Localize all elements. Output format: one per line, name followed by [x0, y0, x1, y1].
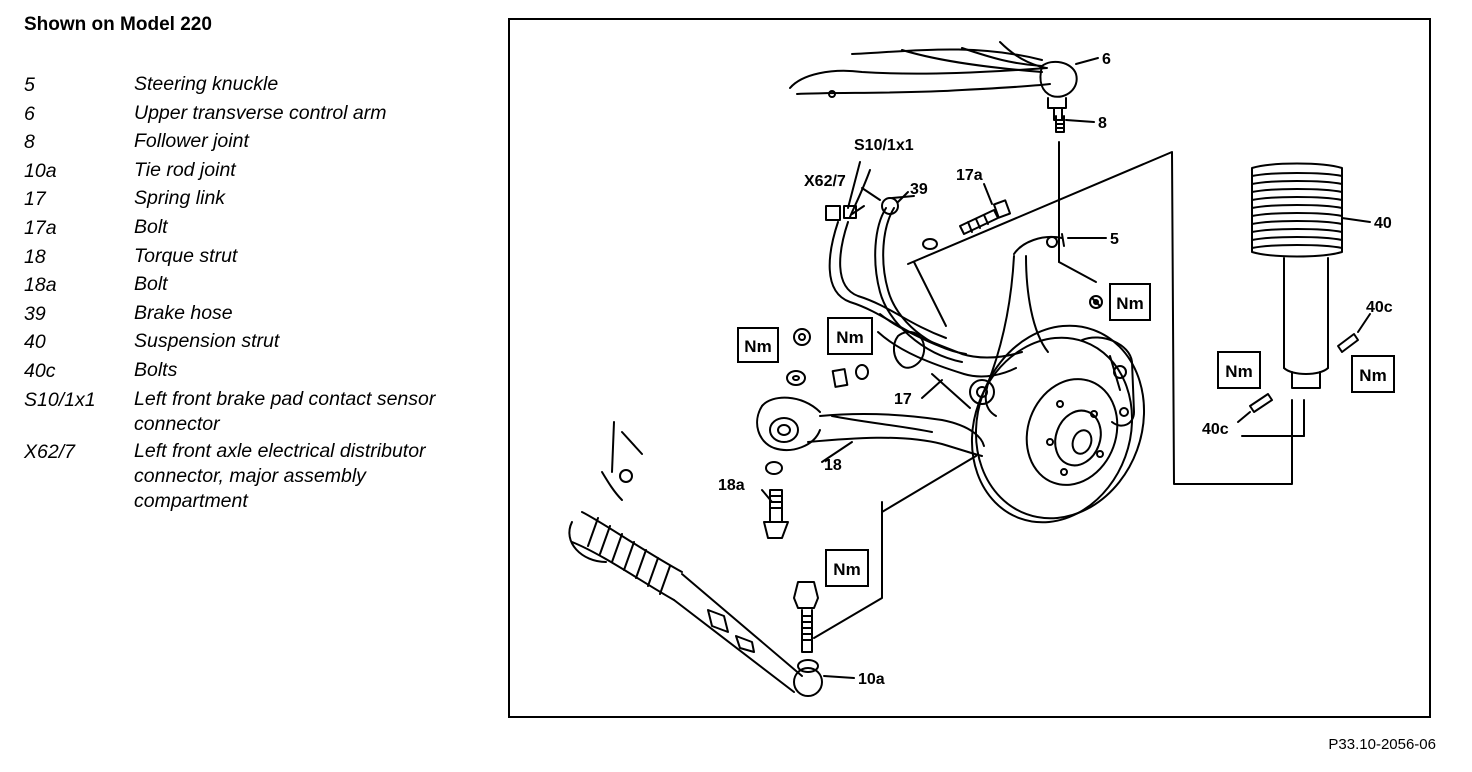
callout-17a: 17a	[956, 167, 983, 184]
legend-code: 8	[24, 131, 35, 154]
legend-code: 40	[24, 331, 46, 354]
callout-17: 17	[894, 391, 912, 408]
steering-knuckle	[969, 233, 1103, 417]
legend-item: 17 Spring link	[24, 186, 464, 212]
legend-text: Left front axle electrical distributor c…	[134, 440, 426, 513]
torque-box: Nm	[827, 317, 873, 355]
legend-item: 5 Steering knuckle	[24, 72, 464, 98]
callout-18a: 18a	[718, 477, 745, 494]
legend-text: Bolt	[134, 273, 168, 296]
heading: Shown on Model 220	[24, 14, 212, 35]
torque-marks: Nm Nm Nm Nm Nm Nm	[737, 283, 1395, 587]
brake-disc	[970, 324, 1146, 524]
callout-leaders	[761, 57, 1371, 679]
legend-item: S10/1x1 Left front brake pad contact sens…	[24, 387, 464, 437]
legend-item: 18 Torque strut	[24, 244, 464, 270]
fasteners-left	[786, 299, 1099, 388]
callout-10a: 10a	[858, 671, 885, 688]
legend-item: 40c Bolts	[24, 358, 464, 384]
legend-text: Follower joint	[134, 130, 249, 153]
callout-39: 39	[910, 181, 928, 198]
legend-code: 17	[24, 188, 46, 211]
callout-6: 6	[1102, 51, 1111, 68]
callout-5: 5	[1110, 231, 1119, 248]
legend-item: 8 Follower joint	[24, 129, 464, 155]
legend-code: 17a	[24, 216, 57, 239]
callout-8: 8	[1098, 115, 1107, 132]
torque-box: Nm	[737, 327, 779, 363]
legend-item: 17a Bolt	[24, 215, 464, 241]
legend-text: Brake hose	[134, 301, 233, 324]
callouts: 6 8 S10/1x1 X62/7 39 17a 5 40 40c 40c 17…	[718, 51, 1393, 688]
legend-text: Upper transverse control arm	[134, 101, 387, 124]
upper-control-arm	[789, 41, 1078, 121]
legend-code: 18	[24, 245, 46, 268]
suspension-strut	[1249, 162, 1359, 413]
callout-s10-1x1: S10/1x1	[854, 137, 914, 154]
legend-code: 6	[24, 102, 35, 125]
torque-box: Nm	[825, 549, 869, 587]
legend-item: 10a Tie rod joint	[24, 158, 464, 184]
leader-lines	[813, 151, 1305, 639]
bolt-17a	[922, 199, 1012, 250]
spring-link	[877, 313, 1023, 409]
legend-item: X62/7 Left front axle electrical distribu…	[24, 439, 464, 514]
legend-text: Tie rod joint	[134, 158, 236, 181]
diagram-frame: Nm Nm Nm Nm Nm Nm	[508, 18, 1431, 718]
legend-code: 40c	[24, 359, 56, 382]
legend-text: Bolts	[134, 358, 178, 381]
tie-rod-joint	[793, 581, 823, 697]
suspension-diagram: Nm Nm Nm Nm Nm Nm	[568, 41, 1395, 697]
callout-x62-7: X62/7	[804, 173, 846, 190]
callout-40: 40	[1374, 215, 1392, 232]
torque-label: Nm	[1225, 362, 1252, 381]
torque-box: Nm	[1351, 355, 1395, 393]
legend-item: 40 Suspension strut	[24, 329, 464, 355]
legend-code: 18a	[24, 274, 57, 297]
figure-reference: P33.10-2056-06	[1328, 736, 1436, 753]
bolt-18a	[763, 461, 789, 539]
torque-box: Nm	[1217, 351, 1261, 389]
callout-18: 18	[824, 457, 842, 474]
callout-40c-top: 40c	[1366, 299, 1393, 316]
legend-item: 6 Upper transverse control arm	[24, 101, 464, 127]
legend-code: X62/7	[24, 441, 75, 464]
legend-text: Suspension strut	[134, 330, 280, 353]
torque-label: Nm	[1116, 294, 1143, 313]
legend-text: Torque strut	[134, 244, 238, 267]
legend-code: 39	[24, 302, 46, 325]
torque-label: Nm	[836, 328, 863, 347]
legend-text: Left front brake pad contact sensor conn…	[134, 387, 436, 435]
legend-code: 10a	[24, 159, 57, 182]
torque-box: Nm	[1109, 283, 1151, 321]
legend-code: S10/1x1	[24, 388, 96, 411]
legend-code: 5	[24, 74, 35, 96]
legend: 5 Steering knuckle 6 Upper transverse cont…	[24, 72, 464, 517]
legend-text: Bolt	[134, 215, 168, 238]
tie-rod	[568, 421, 803, 693]
follower-joint	[1055, 115, 1097, 283]
legend-item: 18a Bolt	[24, 272, 464, 298]
legend-text: Spring link	[134, 187, 226, 210]
torque-strut	[756, 396, 985, 457]
callout-40c-bottom: 40c	[1202, 421, 1229, 438]
torque-label: Nm	[744, 337, 771, 356]
torque-label: Nm	[833, 560, 860, 579]
legend-text: Steering knuckle	[134, 73, 279, 95]
torque-label: Nm	[1359, 366, 1386, 385]
legend-item: 39 Brake hose	[24, 301, 464, 327]
